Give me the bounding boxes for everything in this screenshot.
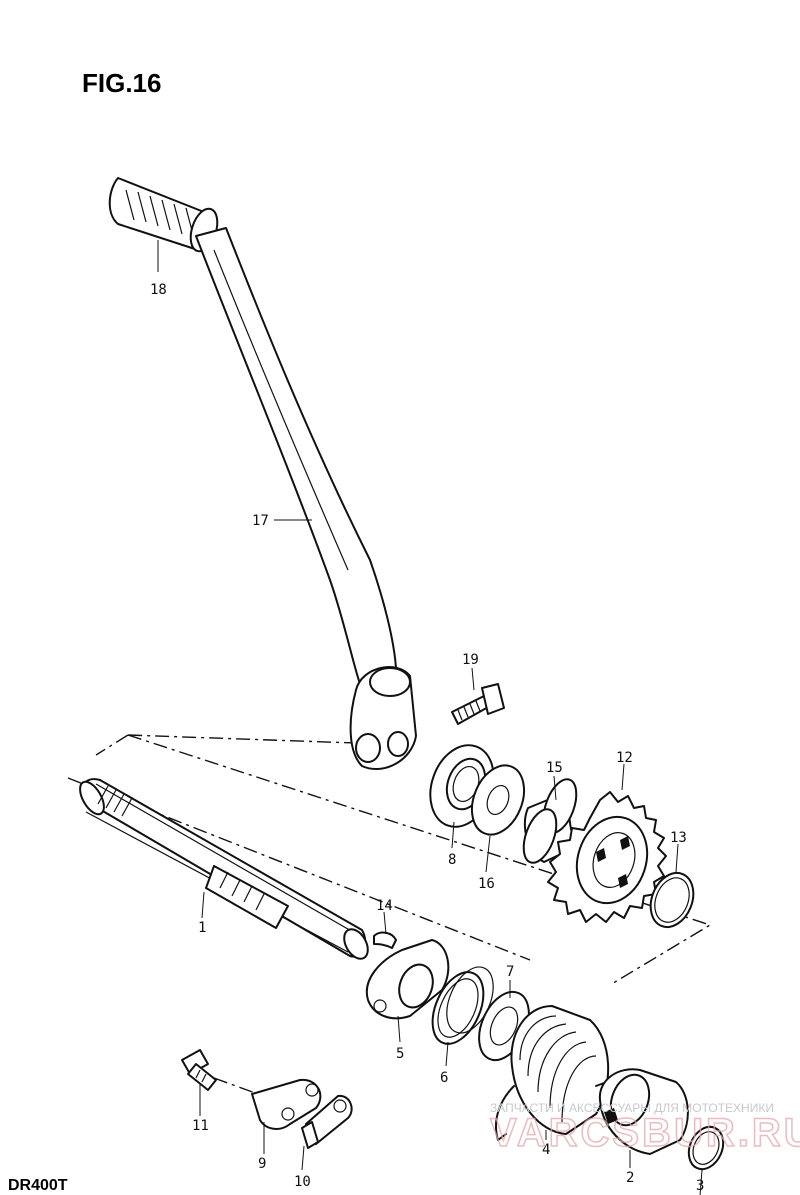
stopper-bolt — [181, 1049, 259, 1095]
callout-18: 18 — [150, 282, 167, 298]
callout-2: 2 — [626, 1170, 634, 1186]
thrust-washer — [470, 764, 526, 836]
callout-13: 13 — [670, 830, 687, 846]
lock-washer — [301, 1094, 353, 1149]
figure-title: FIG.16 — [82, 68, 161, 98]
watermark-brand: VARCSBUR.RU — [490, 1111, 800, 1155]
callout-17: 17 — [252, 513, 269, 529]
kick-stopper-plate — [251, 1078, 322, 1130]
callout-11: 11 — [192, 1118, 209, 1134]
callout-5: 5 — [396, 1046, 404, 1062]
callout-leaders — [157, 240, 703, 1195]
callout-4: 4 — [542, 1142, 550, 1158]
gear-circlip — [649, 871, 695, 929]
kick-starter-shaft — [79, 778, 369, 960]
callout-8: 8 — [448, 852, 456, 868]
callout-3: 3 — [696, 1178, 704, 1194]
kick-drive-ratchet — [598, 1068, 689, 1155]
kick-idle-gear — [547, 791, 667, 923]
spring-guide — [365, 939, 450, 1020]
callout-6: 6 — [440, 1070, 448, 1086]
callout-7: 7 — [506, 964, 514, 980]
callout-14: 14 — [376, 898, 393, 914]
callout-16: 16 — [478, 876, 495, 892]
model-code: DR400T — [8, 1177, 68, 1194]
watermark-caption: ЗАПЧАСТИ И АКСЕССУАРЫ ДЛЯ МОТОТЕХНИКИ — [490, 1101, 774, 1115]
kick-starter-lever — [195, 227, 417, 771]
spring-guide-pin — [373, 931, 397, 949]
callout-1: 1 — [198, 920, 206, 936]
callout-10: 10 — [294, 1174, 311, 1190]
callout-9: 9 — [258, 1156, 266, 1172]
ratchet-circlip — [687, 1125, 725, 1171]
shaft-circlip — [431, 966, 494, 1045]
lever-bolt — [451, 683, 505, 725]
callout-19: 19 — [462, 652, 479, 668]
callout-15: 15 — [546, 760, 563, 776]
callout-12: 12 — [616, 750, 633, 766]
